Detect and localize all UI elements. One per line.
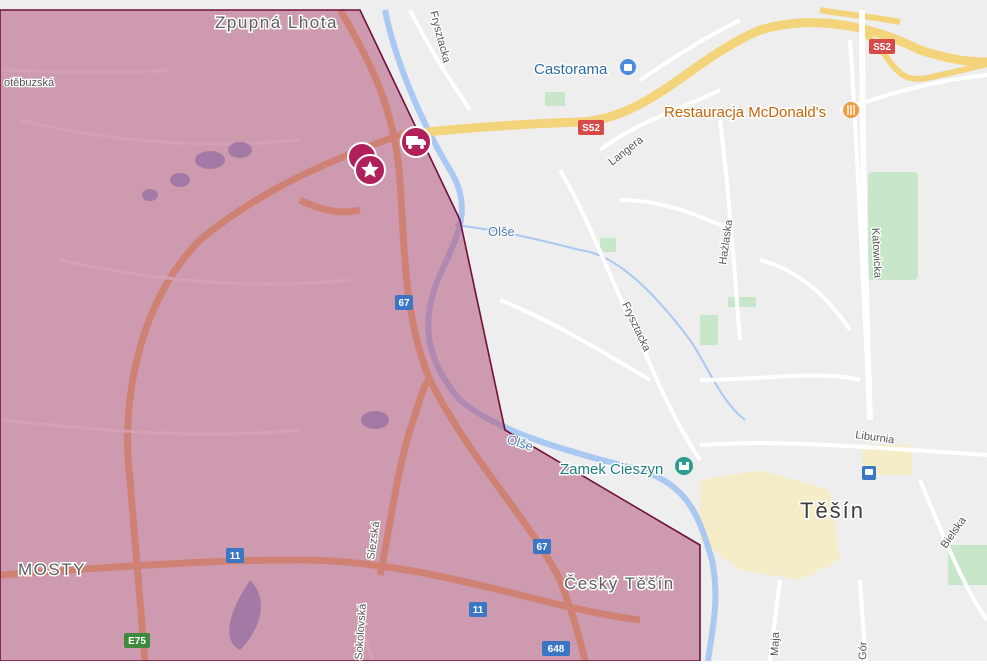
svg-text:S52: S52 bbox=[873, 42, 891, 53]
label-cesky-tesin: Český Těšín bbox=[564, 574, 675, 593]
green-areas bbox=[545, 92, 987, 585]
olse-tributary bbox=[454, 224, 746, 421]
svg-text:11: 11 bbox=[230, 551, 241, 562]
shield-11-left: 11 bbox=[226, 548, 244, 563]
svg-text:11: 11 bbox=[473, 605, 484, 616]
label-street-maja: Maja bbox=[769, 631, 782, 656]
shield-648: 648 bbox=[542, 641, 570, 656]
shield-s52-top: S52 bbox=[869, 39, 895, 54]
train-icon-glyph bbox=[865, 469, 873, 475]
shield-11-right: 11 bbox=[469, 602, 487, 617]
label-mosty: MOSTY bbox=[18, 560, 86, 579]
shopping-bag-icon-glyph bbox=[624, 64, 632, 71]
poi-mcdonalds[interactable]: Restauracja McDonald's bbox=[663, 102, 859, 123]
castle-icon-glyph bbox=[679, 462, 689, 470]
svg-text:E75: E75 bbox=[128, 636, 146, 647]
shield-s52-mid: S52 bbox=[578, 120, 604, 135]
highway-s52-north bbox=[819, 7, 901, 25]
star-icon bbox=[361, 161, 379, 178]
train-station[interactable] bbox=[862, 466, 876, 480]
svg-text:67: 67 bbox=[536, 542, 548, 553]
restaurant-icon-glyph bbox=[847, 105, 855, 115]
svg-text:67: 67 bbox=[398, 298, 410, 309]
marker-delivery-truck[interactable] bbox=[400, 126, 432, 158]
road-katowicka bbox=[859, 9, 873, 421]
shield-67-lower: 67 bbox=[533, 539, 551, 554]
marker-favorite-star[interactable] bbox=[354, 154, 386, 186]
poi-mcdonalds-label: Restauracja McDonald's bbox=[664, 104, 826, 121]
poi-castorama-label: Castorama bbox=[534, 61, 608, 78]
label-street-sokolovska: Sokolovská bbox=[353, 602, 369, 660]
label-zpupna-lhota: Zpupná Lhota bbox=[215, 13, 338, 32]
svg-text:648: 648 bbox=[548, 644, 565, 655]
poi-castorama[interactable]: Castorama bbox=[533, 59, 636, 80]
highway-s52 bbox=[399, 18, 987, 140]
poi-zamek-label: Zamek Cieszyn bbox=[560, 461, 663, 478]
poi-zamek-cieszyn[interactable]: Zamek Cieszyn bbox=[559, 457, 693, 480]
shield-e75: E75 bbox=[124, 633, 150, 648]
svg-text:S52: S52 bbox=[582, 123, 600, 134]
label-street-katowicka: Katowicka bbox=[869, 228, 884, 280]
shield-67-upper: 67 bbox=[395, 295, 413, 310]
city-center-blocks bbox=[700, 445, 912, 580]
label-tesin: Těšín bbox=[800, 498, 865, 523]
truck-icon bbox=[406, 136, 426, 149]
label-street-otebuzska: otěbuzská bbox=[4, 77, 55, 89]
label-olse-upper: Olše bbox=[488, 224, 515, 239]
label-street-gor: Gór bbox=[857, 641, 870, 660]
